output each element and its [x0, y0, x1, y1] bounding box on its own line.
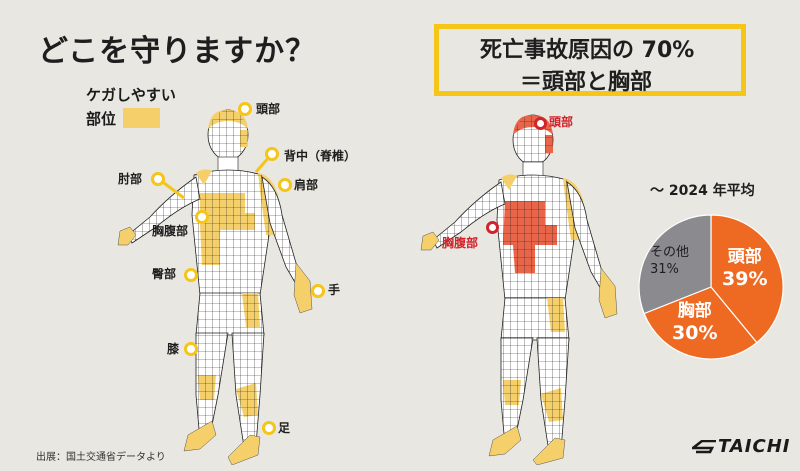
logo-mark-icon — [689, 439, 716, 454]
pin-chest — [195, 210, 209, 224]
pie-chart — [638, 214, 784, 360]
pie-label-chest: 胸部 30% — [672, 301, 718, 344]
label-chest-red: 胸腹部 — [442, 236, 479, 250]
label-hand: 手 — [328, 283, 341, 297]
legend-label-line1: ケガしやすい — [86, 86, 176, 104]
label-head-red: 頭部 — [549, 115, 574, 129]
right-body-figure — [420, 114, 618, 465]
label-knee: 膝 — [167, 342, 180, 356]
pin-chest-red — [486, 221, 499, 234]
label-hip: 臀部 — [152, 267, 177, 281]
pin-head-red — [534, 117, 547, 130]
label-foot: 足 — [278, 421, 291, 435]
pin-shoulder — [278, 178, 292, 192]
pin-elbow — [151, 172, 165, 186]
pie-slice-chest — [643, 286, 758, 360]
callout-box — [434, 24, 746, 96]
source-note: 出展：国土交通省データより — [36, 452, 166, 463]
left-body-figure — [117, 109, 313, 465]
legend-swatch — [123, 108, 160, 128]
taichi-logo: TAICHI — [689, 436, 790, 457]
pie-label-other: その他 31% — [650, 245, 690, 277]
pie-value-other: 31% — [650, 262, 679, 277]
page-title: どこを守りますか？ — [38, 34, 317, 69]
label-back: 背中（脊椎） — [284, 149, 357, 163]
pie-slice-other — [638, 214, 712, 315]
pin-head — [238, 102, 252, 116]
pin-hand — [311, 284, 325, 298]
label-chest: 胸腹部 — [152, 224, 189, 238]
pie-slice-head — [710, 214, 784, 344]
leader-line-elbow — [159, 178, 185, 200]
pie-label-head: 頭部 39% — [722, 247, 768, 290]
pin-hip — [184, 268, 198, 282]
label-head: 頭部 — [256, 102, 281, 116]
pie-title: ～ 2024 年平均 — [650, 183, 755, 199]
pie-value-chest: 30% — [672, 322, 718, 344]
pin-back — [265, 147, 279, 161]
label-elbow: 肘部 — [118, 172, 143, 186]
pin-foot — [262, 421, 276, 435]
pin-knee — [184, 342, 198, 356]
pie-value-head: 39% — [722, 268, 768, 290]
label-shoulder: 肩部 — [294, 178, 319, 192]
callout-line2: ＝頭部と胸部 — [520, 70, 653, 95]
callout-line1: 死亡事故原因の 70% — [480, 38, 695, 63]
legend-label-line2: 部位 — [86, 110, 117, 128]
